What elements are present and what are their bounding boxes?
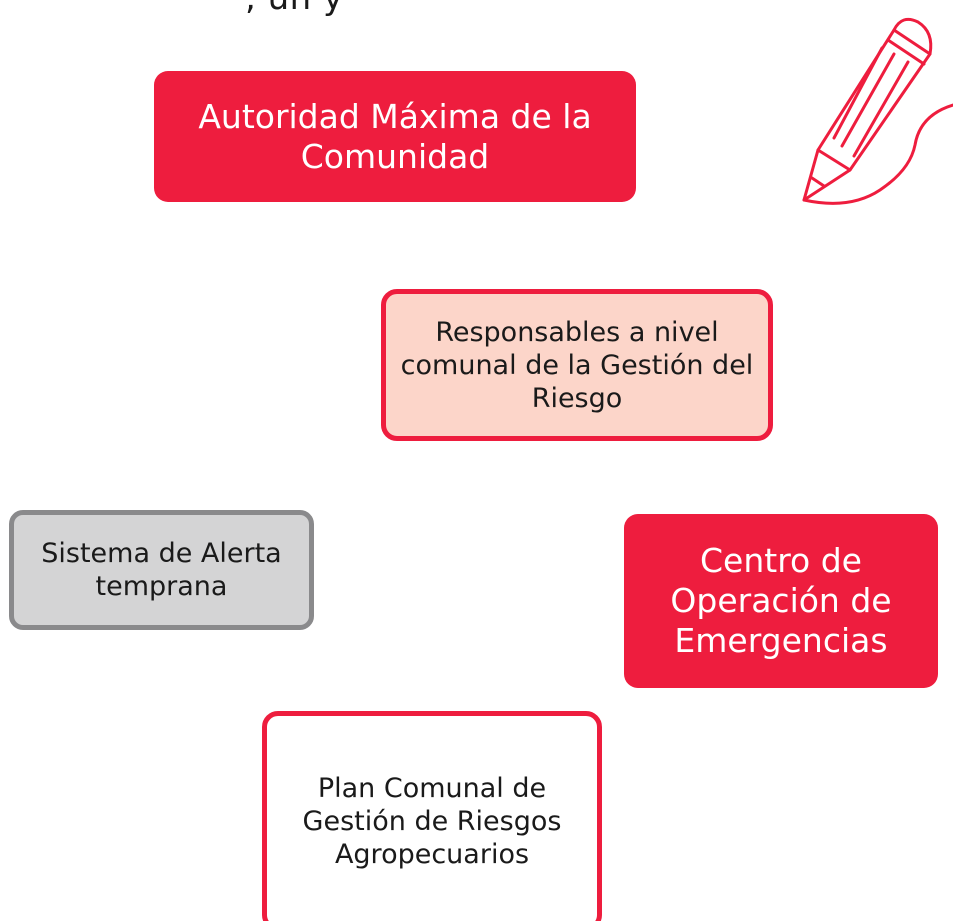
pencil-icon: [802, 17, 953, 205]
node-sistema-alerta-temprana: Sistema de Alerta temprana: [9, 510, 314, 630]
node-autoridad-maxima-label: Autoridad Máxima de la Comunidad: [198, 96, 592, 176]
node-plan-comunal-riesgos: Plan Comunal de Gestión de Riesgos Agrop…: [262, 711, 602, 921]
node-autoridad-maxima: Autoridad Máxima de la Comunidad: [154, 71, 636, 202]
node-plan-comunal-riesgos-label: Plan Comunal de Gestión de Riesgos Agrop…: [302, 772, 562, 870]
node-responsables-gestion-riesgo: Responsables a nivel comunal de la Gesti…: [381, 289, 773, 441]
node-sistema-alerta-temprana-label: Sistema de Alerta temprana: [41, 538, 282, 602]
clipped-header-text: , un y: [245, 0, 344, 18]
node-centro-operacion-emergencias-label: Centro de Operación de Emergencias: [670, 541, 892, 660]
node-responsables-gestion-riesgo-label: Responsables a nivel comunal de la Gesti…: [400, 316, 754, 414]
node-centro-operacion-emergencias: Centro de Operación de Emergencias: [624, 514, 938, 688]
